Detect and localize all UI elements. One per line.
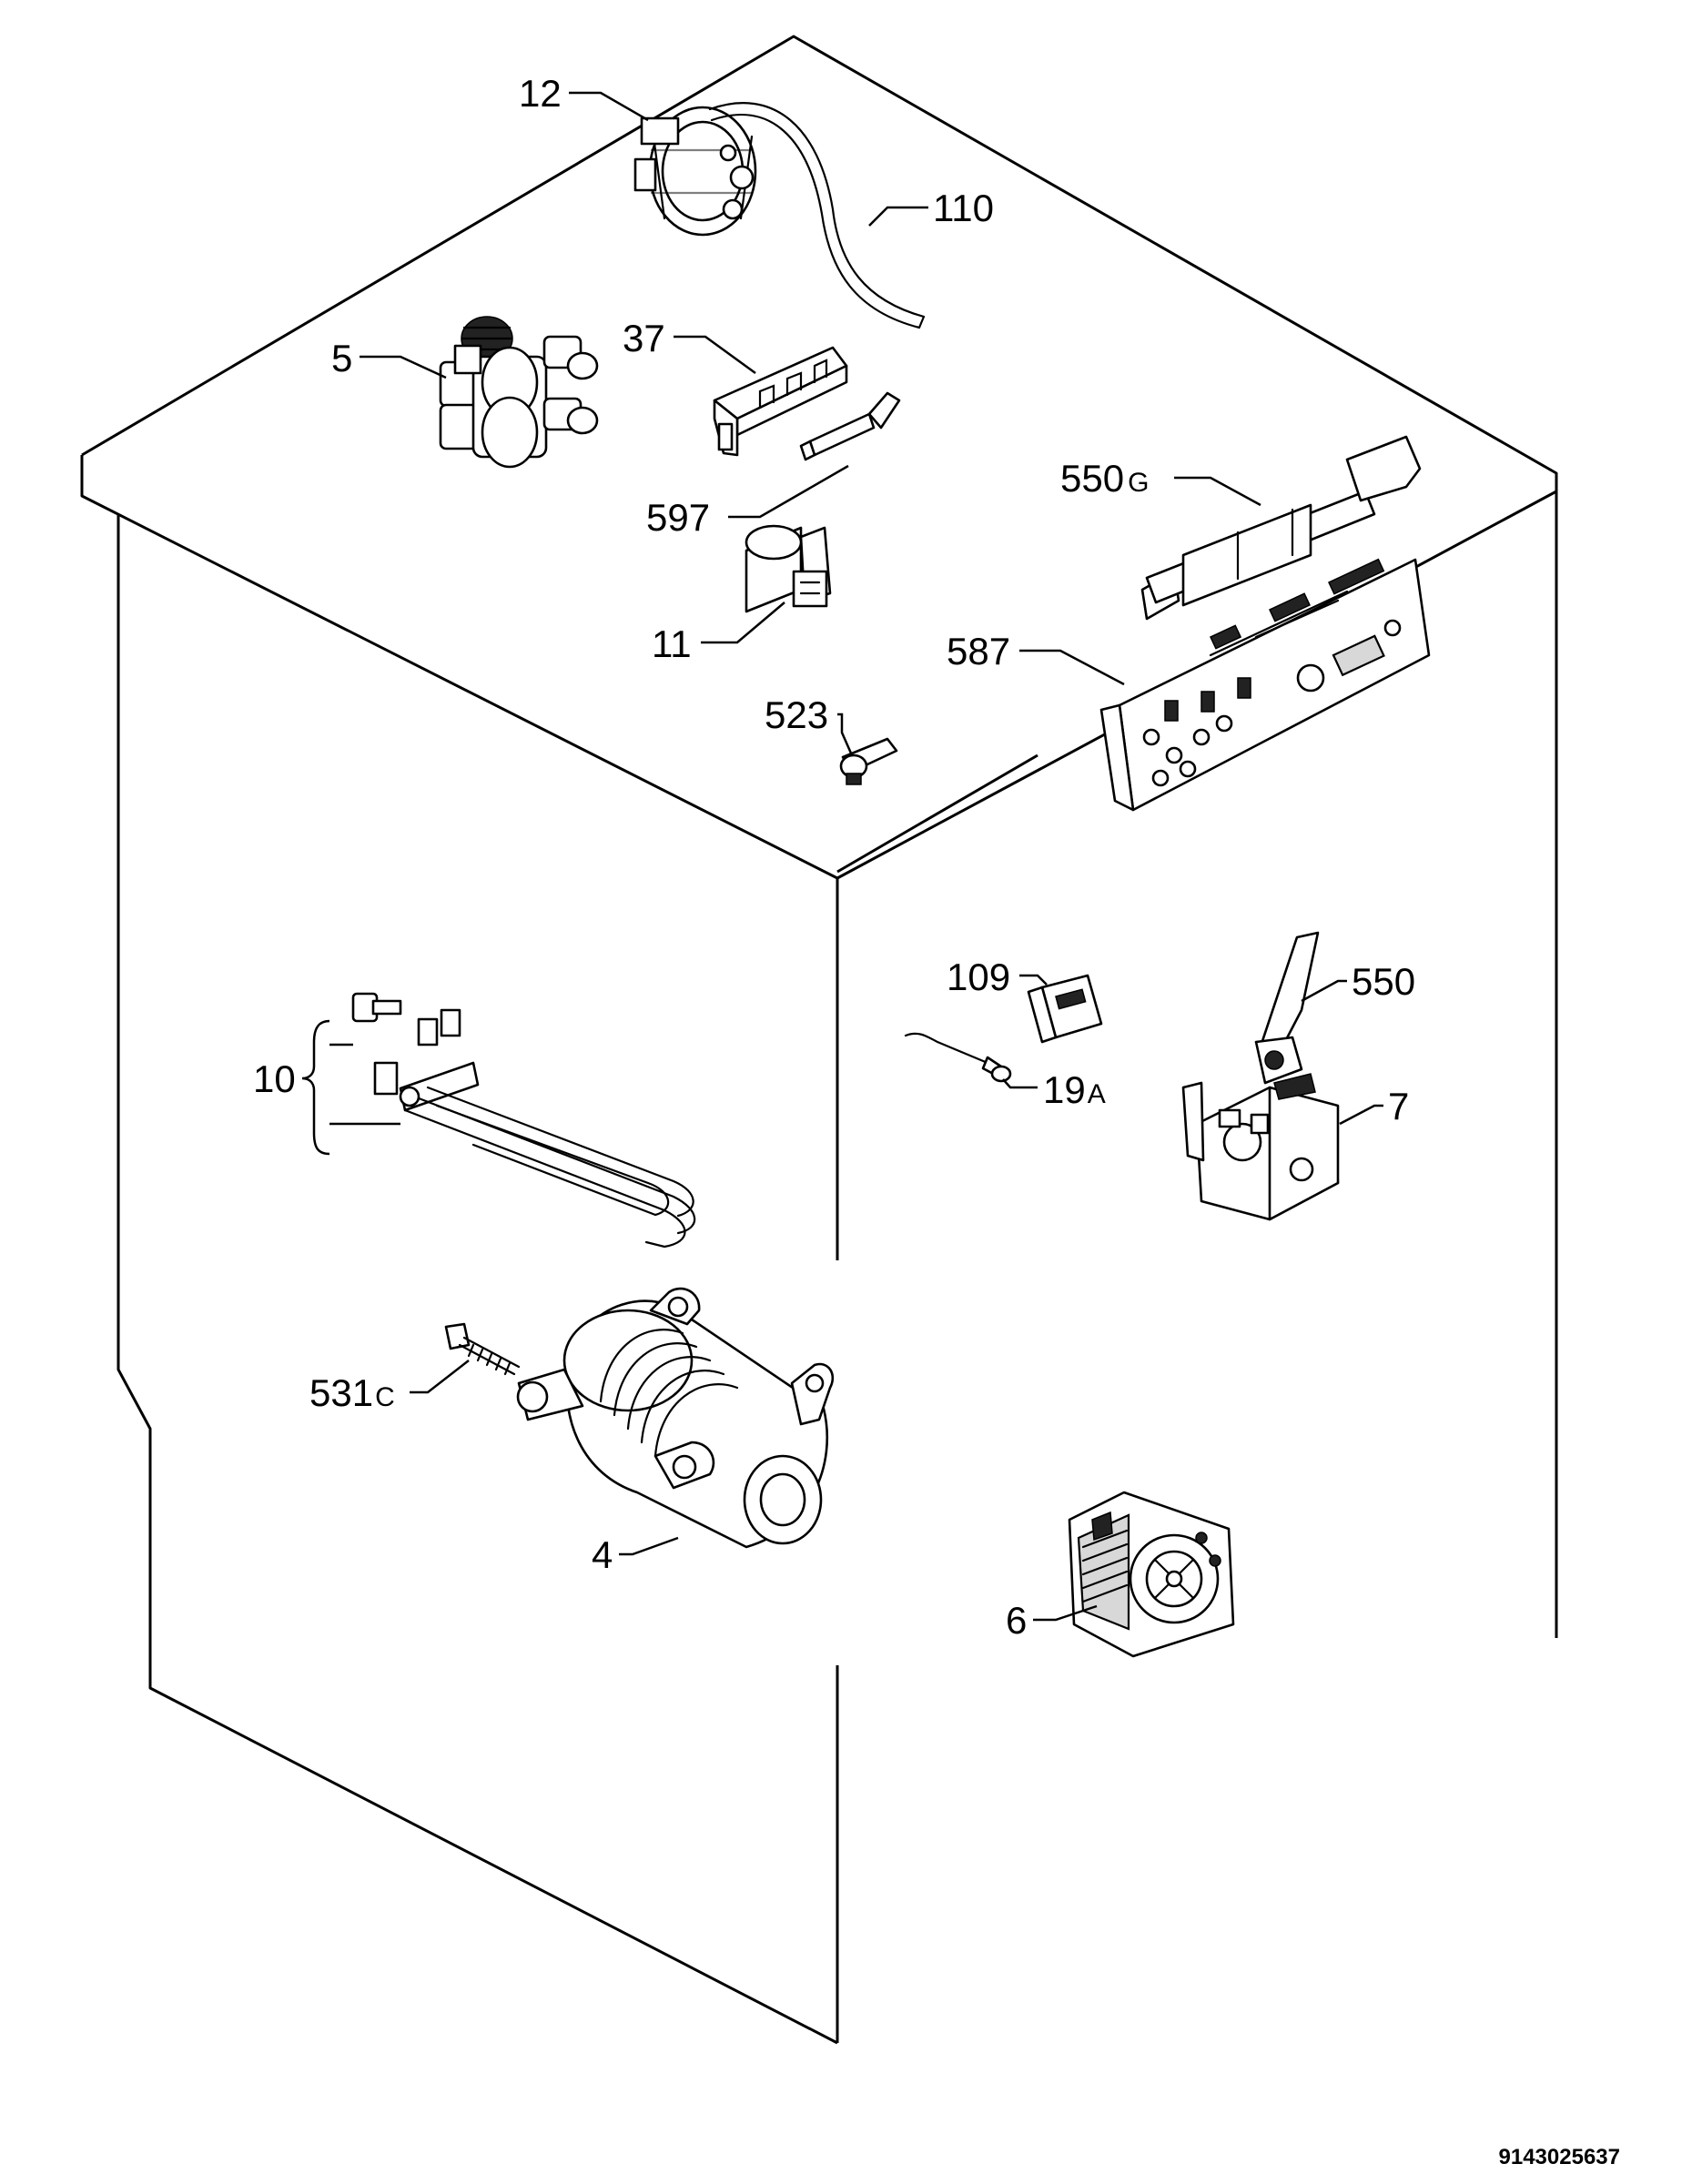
label-531c: 531C — [309, 1371, 395, 1414]
label-550g-suffix: G — [1128, 468, 1149, 498]
hose-part-110 — [708, 102, 926, 329]
clip-part-523 — [839, 737, 898, 785]
clip-part-597 — [799, 391, 901, 461]
label-37: 37 — [623, 317, 665, 359]
pressure-switch-part-12 — [633, 106, 757, 237]
label-109: 109 — [947, 956, 1010, 998]
label-11: 11 — [652, 622, 692, 665]
label-110: 110 — [933, 187, 994, 229]
cover-part-550g — [1140, 435, 1422, 621]
bracket-part-109 — [1027, 974, 1103, 1044]
label-7: 7 — [1388, 1085, 1409, 1127]
door-lock-part-7 — [1181, 1073, 1340, 1221]
lever-part-550 — [1254, 931, 1320, 1085]
label-19a-number: 19 — [1043, 1068, 1086, 1111]
cabinet-outline — [80, 35, 1558, 2045]
filter-part-11 — [745, 524, 832, 613]
sensor-part-19a — [904, 1032, 1012, 1083]
motor-part-6 — [1068, 1491, 1235, 1658]
reference-number: 9143025637 — [1499, 2145, 1620, 2169]
label-597: 597 — [646, 496, 710, 539]
leader-lines — [301, 91, 1383, 1622]
label-550g-number: 550 — [1060, 457, 1124, 500]
label-550: 550 — [1352, 960, 1415, 1003]
label-587: 587 — [947, 630, 1010, 672]
label-19a-suffix: A — [1088, 1079, 1106, 1109]
electronic-board-part-587 — [1099, 558, 1431, 812]
inlet-valve-part-5 — [439, 316, 599, 469]
label-10: 10 — [253, 1057, 296, 1100]
label-531c-number: 531 — [309, 1371, 373, 1414]
label-19a: 19A — [1043, 1068, 1106, 1111]
label-523: 523 — [765, 693, 828, 736]
label-12: 12 — [519, 72, 562, 115]
label-4: 4 — [592, 1533, 613, 1576]
heating-element-part-10 — [351, 992, 696, 1249]
connector-part-37 — [713, 346, 848, 457]
drain-pump-part-4 — [516, 1287, 835, 1549]
screw-part-531c — [444, 1322, 521, 1376]
label-5: 5 — [331, 337, 352, 379]
label-531c-suffix: C — [375, 1382, 395, 1412]
label-6: 6 — [1006, 1599, 1027, 1642]
